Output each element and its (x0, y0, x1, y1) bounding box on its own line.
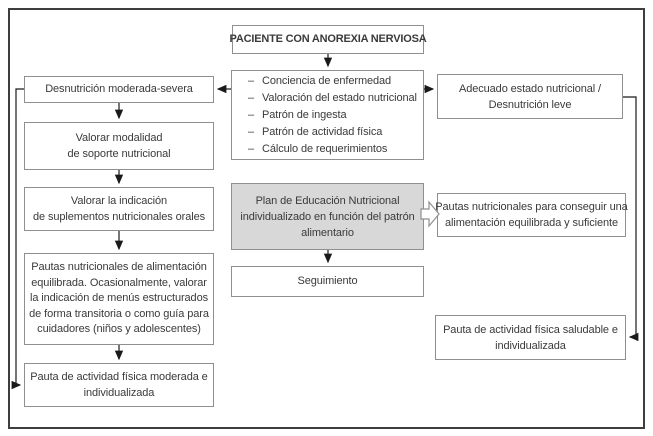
right-box-pautas-nutricionales: Pautas nutricionales para conseguir una … (435, 193, 628, 237)
box-line: Adecuado estado nutricional / (458, 82, 602, 95)
box-line: individualizada (83, 387, 155, 399)
page-title: PACIENTE CON ANOREXIA NERVIOSA (229, 33, 427, 45)
box-line: individualizada (495, 339, 566, 352)
box-line: Valorar modalidad (75, 132, 163, 144)
right-box-actividad-saludable: Pauta de actividad física saludable e in… (435, 315, 626, 360)
box-line: Pautas nutricionales de alimentación (31, 261, 207, 274)
box-line: Pauta de actividad física moderada e (30, 371, 208, 383)
box-line: Valorar la indicación (70, 195, 168, 207)
list-dash: – (248, 142, 255, 155)
list-item: – Patrón de ingesta (248, 107, 423, 124)
plan-line: individualizado en función del patrón (240, 210, 415, 223)
box-line: Desnutrición leve (488, 98, 572, 111)
left-box-desnutricion-moderada-severa: Desnutrición moderada-severa (24, 76, 214, 103)
plan-line: alimentario (301, 226, 354, 239)
box-line: Pauta de actividad física saludable e (443, 323, 618, 336)
box-line: Pautas nutricionales para conseguir una (435, 201, 628, 213)
plan-line: Plan de Educación Nutricional (255, 194, 400, 207)
list-dash: – (248, 91, 255, 104)
left-box-pautas-alimentacion: Pautas nutricionales de alimentación equ… (24, 253, 214, 345)
left-box-actividad-moderada: Pauta de actividad física moderada e ind… (24, 363, 214, 407)
box-line: cuidadores (niños y adolescentes) (37, 323, 201, 336)
left-box-suplementos-orales: Valorar la indicación de suplementos nut… (24, 187, 214, 231)
box-line: alimentación equilibrada y suficiente (444, 217, 618, 229)
seguimiento-label: Seguimiento (297, 275, 358, 287)
list-item-label: Patrón de actividad física (262, 125, 383, 138)
left-box-soporte-nutricional: Valorar modalidad de soporte nutricional (24, 122, 214, 170)
list-item-label: Cálculo de requerimientos (262, 142, 388, 155)
seguimiento-box: Seguimiento (231, 266, 424, 297)
list-dash: – (248, 125, 255, 138)
list-dash: – (248, 74, 255, 87)
box-line: la indicación de menús estructurados (29, 292, 208, 305)
box-line: de soporte nutricional (67, 148, 171, 160)
list-item: – Conciencia de enfermedad (248, 73, 423, 90)
list-item: – Patrón de actividad física (248, 124, 423, 141)
box-line: de suplementos nutricionales orales (33, 211, 205, 223)
box-line: equilibrada. Ocasionalmente, valorar (31, 276, 207, 289)
list-dash: – (248, 108, 255, 121)
right-box-adecuado-estado: Adecuado estado nutricional / Desnutrici… (437, 74, 623, 119)
box-line: de forma transitoria o como guía para (29, 307, 209, 320)
list-item: – Cálculo de requerimientos (248, 141, 423, 158)
list-item-label: Conciencia de enfermedad (262, 74, 392, 87)
box-label: Desnutrición moderada-severa (45, 83, 193, 95)
title-box: PACIENTE CON ANOREXIA NERVIOSA (229, 25, 427, 54)
list-item: – Valoración del estado nutricional (248, 90, 423, 107)
plan-educacion-box: Plan de Educación Nutricional individual… (231, 183, 424, 250)
assessment-box: – Conciencia de enfermedad – Valoración … (231, 70, 424, 160)
list-item-label: Valoración del estado nutricional (262, 91, 417, 104)
list-item-label: Patrón de ingesta (262, 108, 347, 121)
